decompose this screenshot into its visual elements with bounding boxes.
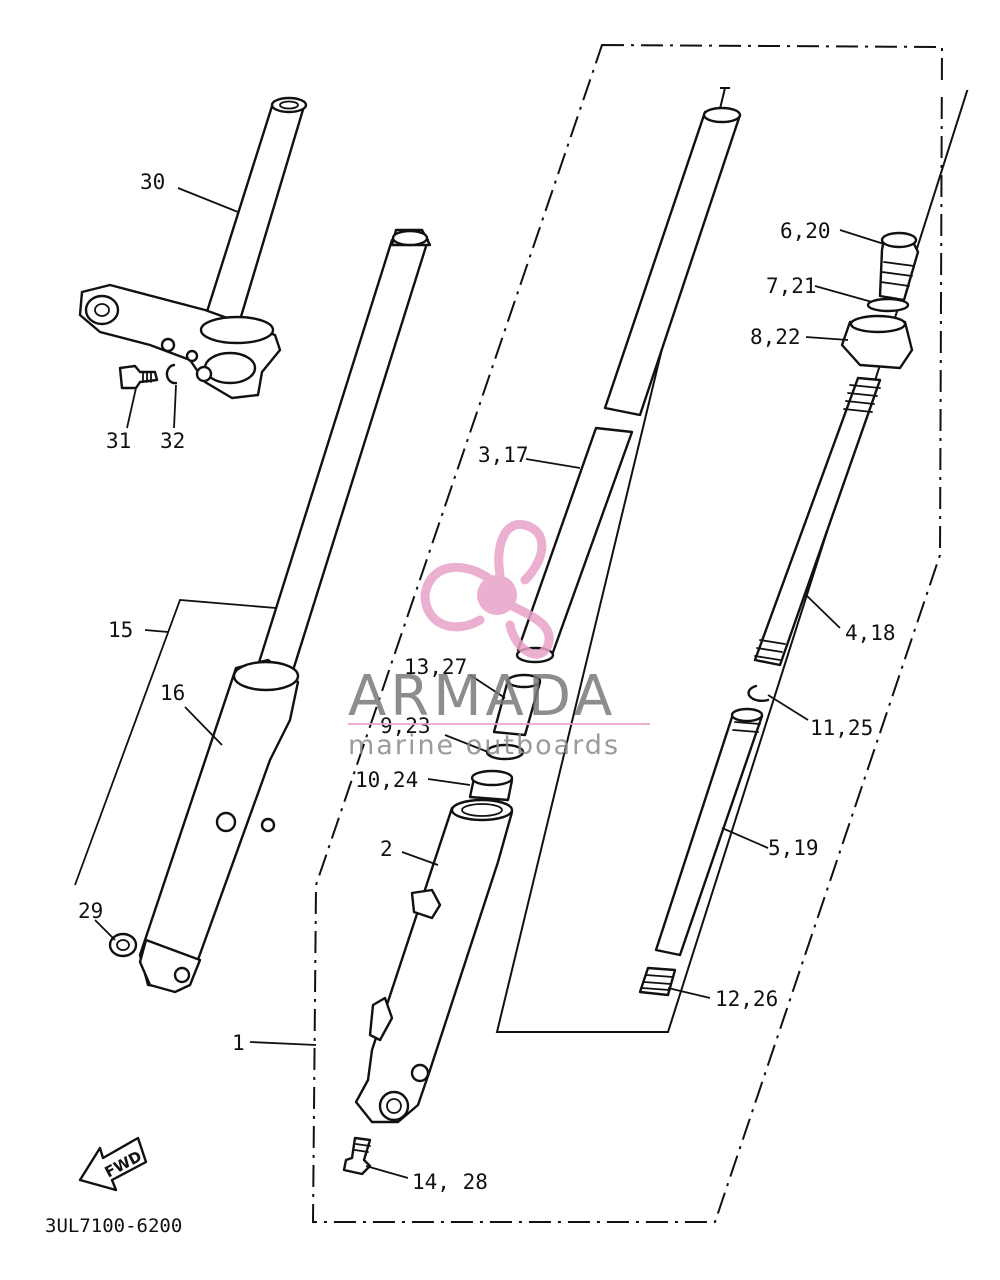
callout-9-23: 9,23 xyxy=(380,714,431,738)
diagram-code: 3UL7100-6200 xyxy=(45,1215,182,1237)
callout-10-24: 10,24 xyxy=(355,768,418,792)
part-5-19-damper-rod xyxy=(654,707,764,957)
callout-3-17: 3,17 xyxy=(478,443,529,467)
leader-lines xyxy=(94,187,885,1179)
callout-29: 29 xyxy=(78,899,103,923)
callout-4-18: 4,18 xyxy=(845,621,896,645)
part-32-washer xyxy=(165,363,213,385)
callout-8-22: 8,22 xyxy=(750,325,801,349)
callout-7-21: 7,21 xyxy=(766,274,817,298)
callout-30: 30 xyxy=(140,170,165,194)
part-31-bolt xyxy=(118,364,159,390)
callout-15: 15 xyxy=(108,618,133,642)
part-4-18-fork-spring xyxy=(753,376,882,667)
propeller-icon xyxy=(420,519,554,659)
callout-6-20: 6,20 xyxy=(780,219,831,243)
part-7-21-o-ring xyxy=(866,297,910,313)
callout-11-25: 11,25 xyxy=(810,716,873,740)
watermark-subtitle: marine outboards xyxy=(348,730,620,761)
callout-32: 32 xyxy=(160,429,185,453)
watermark-title: ARMADA xyxy=(348,664,616,729)
part-29-washer xyxy=(108,932,138,958)
part-6-20-cap-bolt xyxy=(878,231,920,302)
callout-1: 1 xyxy=(232,1031,245,1055)
callout-14-28: 14, 28 xyxy=(412,1170,488,1194)
watermark-rule xyxy=(348,723,650,725)
callout-31: 31 xyxy=(106,429,131,453)
part-14-28-bolt xyxy=(342,1136,372,1176)
part-13-27-piston xyxy=(492,673,542,737)
part-12-26-rebound-spring xyxy=(638,966,677,997)
part-2-outer-tube xyxy=(354,798,514,1124)
callout-labels: 30 31 32 15 16 29 1 2 3,17 4,18 5,19 6,2… xyxy=(45,170,896,1237)
callout-13-27: 13,27 xyxy=(404,655,467,679)
fwd-arrow-icon: FWD xyxy=(78,1136,148,1192)
part-15-left-fork-assembly xyxy=(138,228,432,994)
part-10-24-oil-seal xyxy=(468,769,514,802)
callout-2: 2 xyxy=(380,837,393,861)
callout-5-19: 5,19 xyxy=(768,836,819,860)
bracket-15 xyxy=(74,599,277,886)
watermark-logo: ARMADA marine outboards xyxy=(348,519,650,761)
assembly-frame-dashed xyxy=(311,43,944,1223)
part-8-22-fork-cap xyxy=(840,314,914,370)
part-30-steering-stem xyxy=(78,96,308,400)
part-11-25-circlip xyxy=(747,684,770,703)
part-3-17-inner-tube xyxy=(515,106,742,664)
callout-12-26: 12,26 xyxy=(715,987,778,1011)
callout-16: 16 xyxy=(160,681,185,705)
